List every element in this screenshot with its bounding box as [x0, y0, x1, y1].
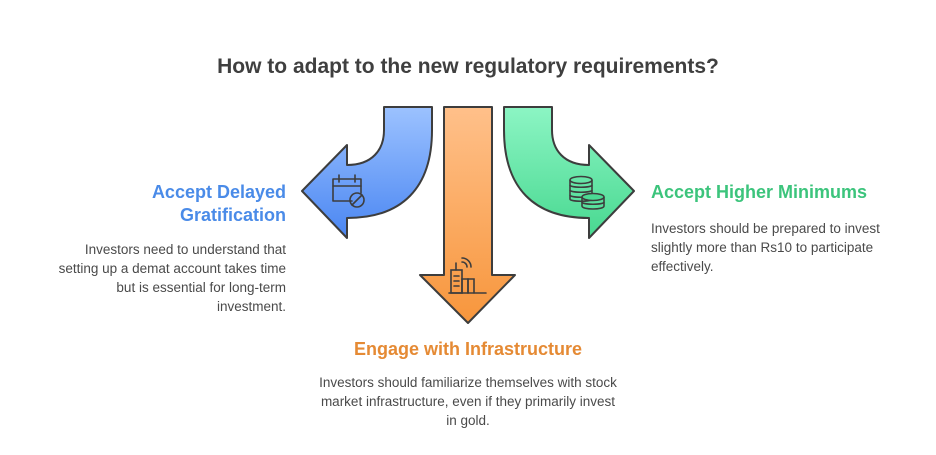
option-heading-infrastructure: Engage with Infrastructure	[353, 339, 583, 359]
option-heading-higher-minimums: Accept Higher Minimums	[651, 182, 868, 202]
arrow-down-infrastructure	[419, 106, 516, 324]
coin-stacks-icon	[569, 175, 605, 210]
option-description-infrastructure: Investors should familiarize themselves …	[319, 375, 617, 428]
heading-line-2: Gratification	[179, 205, 286, 225]
option-description-delayed-gratification: Investors need to understand that settin…	[58, 242, 286, 314]
city-signal-icon	[448, 257, 487, 294]
option-heading-delayed-gratification: Accept Delayed Gratification	[66, 181, 286, 227]
calendar-blocked-icon	[332, 174, 365, 208]
arrow-right-higher-minimums	[503, 106, 635, 239]
option-description-higher-minimums: Investors should be prepared to invest s…	[651, 221, 880, 274]
arrow-left-delayed-gratification	[301, 106, 433, 239]
page-title: How to adapt to the new regulatory requi…	[217, 55, 719, 78]
heading-line-1: Accept Delayed	[151, 182, 286, 202]
